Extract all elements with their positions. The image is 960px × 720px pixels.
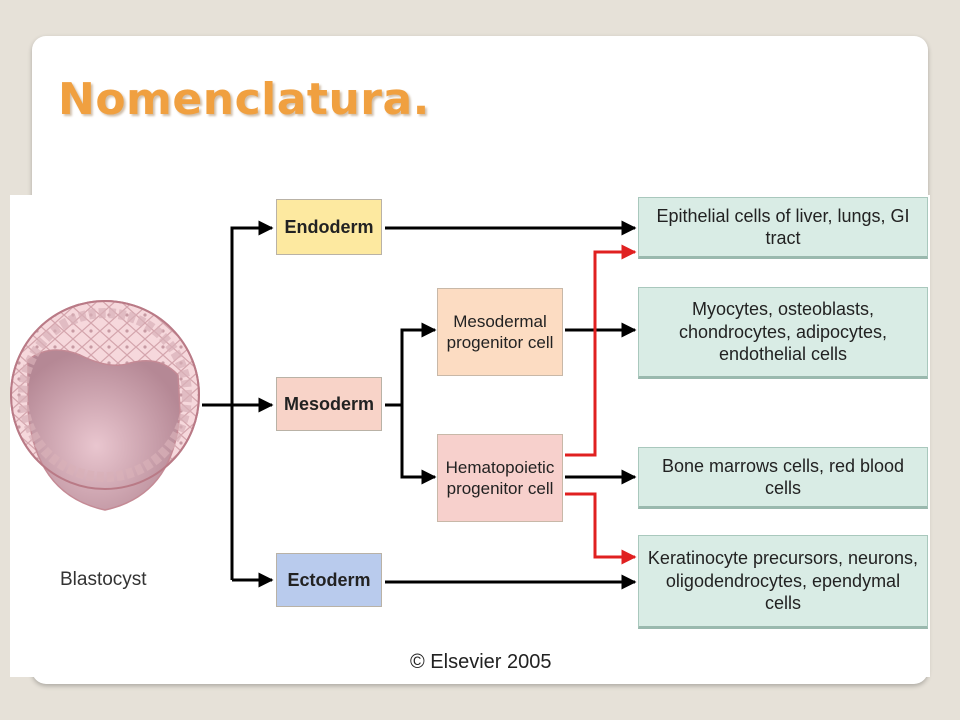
endoderm-box: Endoderm [276,199,382,255]
result-myocytes-box: Myocytes, osteoblasts, chondrocytes, adi… [638,287,928,379]
mesodermal-progenitor-box: Mesodermal progenitor cell [437,288,563,376]
hematopoietic-progenitor-box: Hematopoietic progenitor cell [437,434,563,522]
copyright-label: © Elsevier 2005 [410,651,552,673]
lineage-arrows [202,220,637,590]
blastocyst-illustration [10,300,200,511]
differentiation-diagram: Blastocyst Endoderm Mesoderm Ectoderm Me… [10,195,930,677]
slide-title: Nomenclatura. [58,74,430,125]
blastocyst-label: Blastocyst [60,569,147,590]
result-bone-marrow-box: Bone marrows cells, red blood cells [638,447,928,509]
result-epithelial-box: Epithelial cells of liver, lungs, GI tra… [638,197,928,259]
mesoderm-box: Mesoderm [276,377,382,431]
diagram-graphics [10,220,637,590]
plasticity-arrows [565,244,637,565]
ectoderm-box: Ectoderm [276,553,382,607]
result-keratinocyte-box: Keratinocyte precursors, neurons, oligod… [638,535,928,629]
